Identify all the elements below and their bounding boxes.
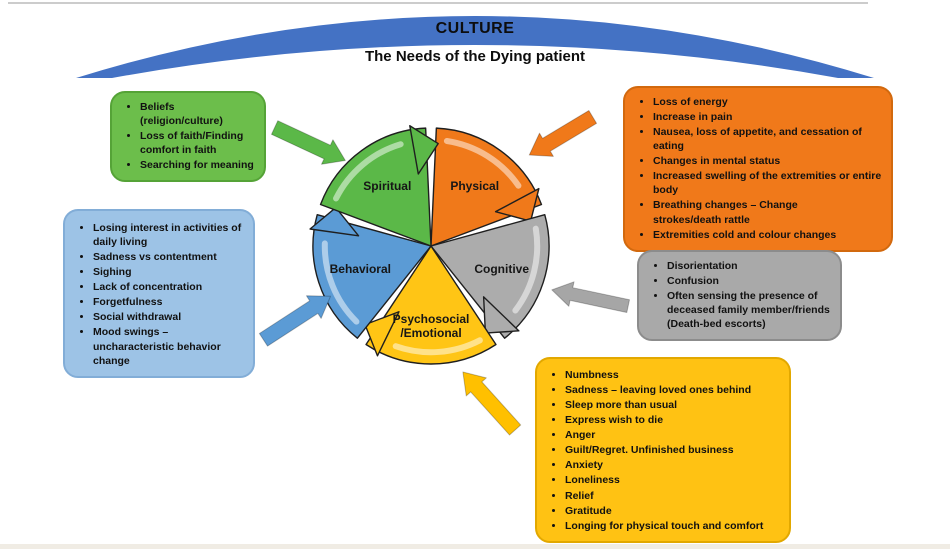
- bullet-item: Lack of concentration: [93, 280, 245, 294]
- bullet-item: Breathing changes – Change strokes/death…: [653, 198, 883, 226]
- bullet-item: Express wish to die: [565, 413, 781, 427]
- bullet-item: Changes in mental status: [653, 154, 883, 168]
- callout-psychosocial: NumbnessSadness – leaving loved ones beh…: [535, 357, 791, 543]
- callout-spiritual: Beliefs (religion/culture)Loss of faith/…: [110, 91, 266, 183]
- bullet-item: Loss of faith/Finding comfort in faith: [140, 129, 256, 157]
- bullet-item: Anxiety: [565, 458, 781, 472]
- bullet-item: Beliefs (religion/culture): [140, 100, 256, 128]
- connector-arrow-behavioral: [258, 295, 332, 347]
- wheel-label-psychosocial: Psychosocial/Emotional: [393, 312, 470, 340]
- wheel-label-behavioral: Behavioral: [330, 262, 391, 276]
- bullet-item: Increased swelling of the extremities or…: [653, 169, 883, 197]
- wheel-label-cognitive: Cognitive: [474, 262, 529, 276]
- bullet-item: Sadness vs contentment: [93, 250, 245, 264]
- bullet-item: Sadness – leaving loved ones behind: [565, 383, 781, 397]
- bullet-item: Loneliness: [565, 473, 781, 487]
- connector-arrows: [258, 110, 630, 436]
- callout-behavioral: Losing interest in activities of daily l…: [63, 209, 255, 378]
- bullet-list-behavioral: Losing interest in activities of daily l…: [65, 214, 253, 376]
- bullet-item: Increase in pain: [653, 110, 883, 124]
- connector-arrow-psychosocial: [462, 371, 522, 436]
- bullet-item: Extremities cold and colour changes: [653, 228, 883, 242]
- diagram-subtitle: The Needs of the Dying patient: [364, 48, 586, 65]
- bullet-list-psychosocial: NumbnessSadness – leaving loved ones beh…: [537, 361, 789, 541]
- culture-arc: [76, 16, 874, 78]
- bullet-item: Searching for meaning: [140, 158, 256, 172]
- wheel-label-spiritual: Spiritual: [363, 179, 411, 193]
- bullet-item: Relief: [565, 489, 781, 503]
- connector-arrow-spiritual: [270, 120, 346, 165]
- connector-arrow-physical: [528, 110, 598, 157]
- bullet-item: Longing for physical touch and comfort: [565, 519, 781, 533]
- bullet-item: Losing interest in activities of daily l…: [93, 221, 245, 249]
- bullet-item: Sighing: [93, 265, 245, 279]
- bullet-item: Anger: [565, 428, 781, 442]
- bullet-list-physical: Loss of energyIncrease in painNausea, lo…: [625, 88, 891, 250]
- bullet-item: Guilt/Regret. Unfinished business: [565, 443, 781, 457]
- wheel-gloss-psychosocial: [392, 337, 483, 356]
- wheel-gloss-physical: [443, 137, 522, 189]
- culture-banner-title: CULTURE: [435, 20, 515, 37]
- bullet-list-spiritual: Beliefs (religion/culture)Loss of faith/…: [112, 93, 264, 180]
- bullet-item: Confusion: [667, 274, 832, 288]
- wheel-gloss-spiritual: [333, 141, 404, 202]
- bottom-border-line: [0, 544, 950, 549]
- wheel-arrowhead-psychosocial: [364, 311, 400, 357]
- wheel-label-physical: Physical: [450, 179, 499, 193]
- bullet-item: Numbness: [565, 368, 781, 382]
- bullet-item: Loss of energy: [653, 95, 883, 109]
- wheel-arrowhead-spiritual: [409, 125, 439, 175]
- callout-cognitive: DisorientationConfusionOften sensing the…: [637, 250, 842, 342]
- bullet-item: Nausea, loss of appetite, and cessation …: [653, 125, 883, 153]
- bullet-item: Gratitude: [565, 504, 781, 518]
- bullet-list-cognitive: DisorientationConfusionOften sensing the…: [639, 252, 840, 339]
- bullet-item: Forgetfulness: [93, 295, 245, 309]
- bullet-item: Disorientation: [667, 259, 832, 273]
- wheel-arrowhead-behavioral: [309, 206, 360, 237]
- wheel-gloss-behavioral: [321, 240, 360, 325]
- bullet-item: Often sensing the presence of deceased f…: [667, 289, 832, 331]
- callout-physical: Loss of energyIncrease in painNausea, lo…: [623, 86, 893, 252]
- wheel-arrowhead-cognitive: [482, 296, 520, 334]
- wheel-gloss-cognitive: [512, 225, 541, 314]
- connector-arrow-cognitive: [551, 281, 630, 313]
- bullet-item: Mood swings – uncharacteristic behavior …: [93, 325, 245, 367]
- bullet-item: Social withdrawal: [93, 310, 245, 324]
- bullet-item: Sleep more than usual: [565, 398, 781, 412]
- wheel-arrowhead-physical: [494, 187, 540, 222]
- top-border-line: [8, 2, 868, 4]
